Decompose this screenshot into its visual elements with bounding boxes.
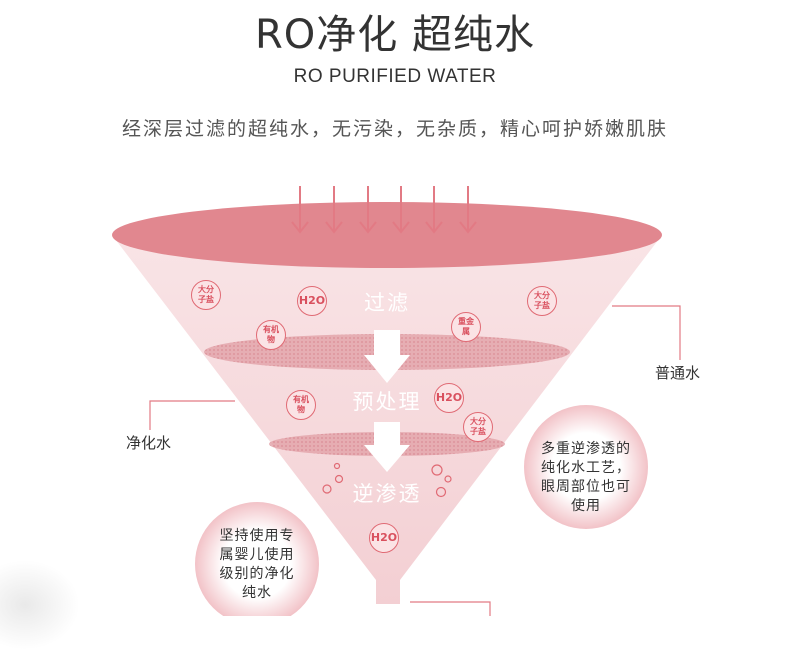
stage-arrow-1 [364,330,410,383]
stage-arrow-2 [364,422,410,472]
funnel-top [112,202,662,268]
funnel-body [112,235,662,604]
page-description: 经深层过滤的超纯水，无污染，无杂质，精心呵护娇嫩肌肤 [121,118,668,140]
molecule-large-salt: 大分子盐 [527,286,557,316]
inflow-arrows [291,186,477,234]
bubbles [322,462,452,498]
stage-label-filter: 过滤 [364,291,410,315]
ordinary-water-label: 普通水 [655,364,701,382]
callout-bubble-right [524,405,648,529]
callout-text-left: 坚持使用专 属婴儿使用 级别的净化 纯水 [219,528,295,601]
stage-label-reverse-osmosis: 逆渗透 [352,482,422,506]
molecule-h2o: H2O [369,523,399,553]
molecule-h2o: H2O [434,383,464,413]
stage-label-pretreat: 预处理 [352,390,422,414]
ordinary-water-line [612,305,681,360]
molecule-large-salt: 大分子盐 [191,280,221,310]
bottom-line [410,601,491,616]
molecule-organic: 有机物 [256,320,286,350]
purified-water-label: 净化水 [126,434,172,452]
molecule-h2o: H2O [297,286,327,316]
callout-bubble-left [195,502,319,616]
callout-text-right: 多重逆渗透的 纯化水工艺， 眼周部位也可 使用 [541,441,631,514]
page-subtitle: RO PURIFIED WATER [293,66,497,87]
molecule-heavy-metal: 重金属 [451,312,481,342]
purified-water-line [149,400,235,430]
molecule-organic: 有机物 [286,390,316,420]
molecule-large-salt: 大分子盐 [463,412,493,442]
page-title: RO净化 超纯水 [255,12,535,58]
funnel-illustration [112,186,681,616]
